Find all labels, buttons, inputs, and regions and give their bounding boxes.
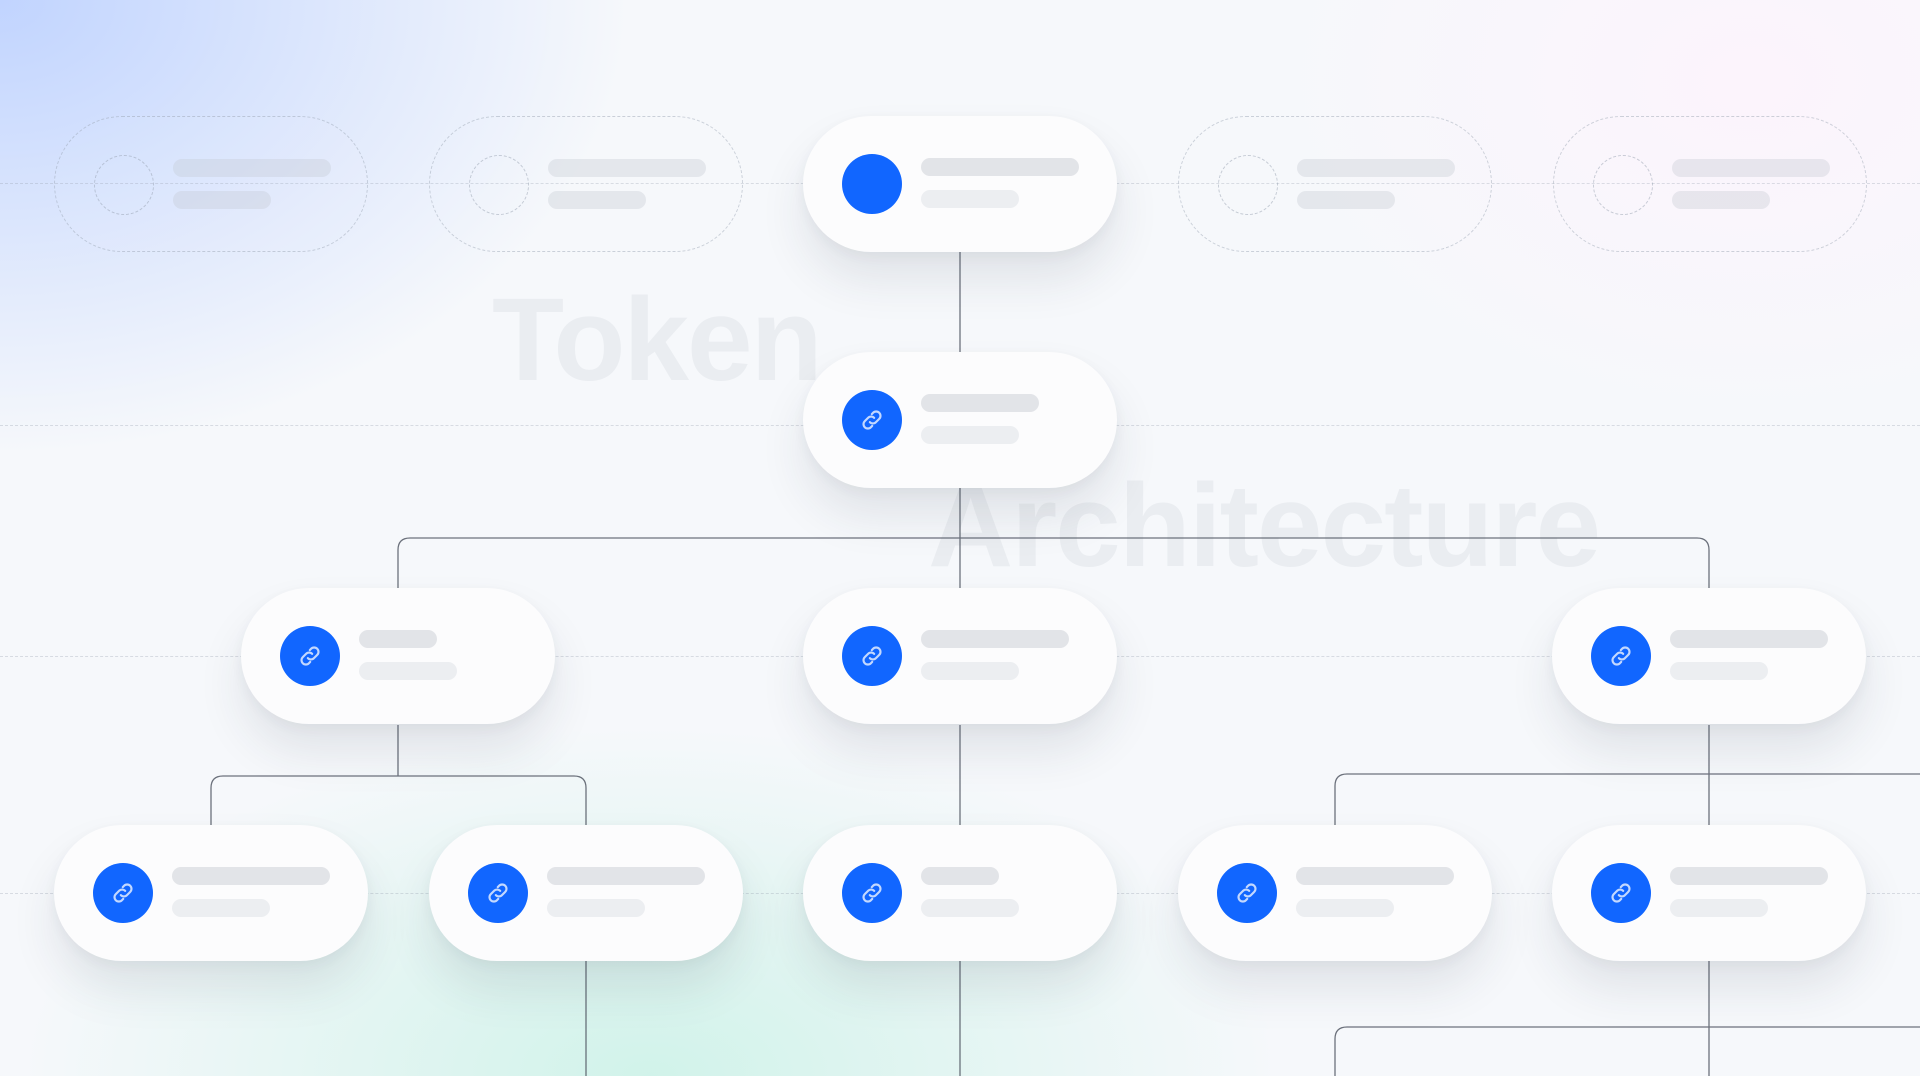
ghost-node	[54, 116, 368, 252]
node-subtitle-placeholder	[547, 899, 645, 917]
node-subtitle-placeholder	[359, 662, 457, 680]
ghost-node	[1178, 116, 1492, 252]
ghost-node	[429, 116, 743, 252]
connector-level-3-down	[585, 961, 1920, 1076]
node-icon-placeholder	[469, 155, 529, 215]
link-icon	[280, 626, 340, 686]
link-icon	[468, 863, 528, 923]
node-subtitle-placeholder	[1672, 191, 1770, 209]
node-subtitle-placeholder	[1296, 899, 1394, 917]
level-2-right-node[interactable]	[1552, 588, 1866, 724]
level-3-node[interactable]	[1178, 825, 1492, 961]
node-title-placeholder	[921, 867, 999, 885]
ghost-node	[1553, 116, 1867, 252]
level-3-node[interactable]	[803, 825, 1117, 961]
node-title-placeholder	[359, 630, 437, 648]
node-subtitle-placeholder	[921, 190, 1019, 208]
node-title-placeholder	[173, 159, 331, 177]
node-subtitle-placeholder	[548, 191, 646, 209]
node-title-placeholder	[921, 394, 1039, 412]
node-subtitle-placeholder	[173, 191, 271, 209]
node-subtitle-placeholder	[921, 662, 1019, 680]
node-dot-icon	[842, 154, 902, 214]
node-subtitle-placeholder	[1670, 899, 1768, 917]
level-3-node[interactable]	[54, 825, 368, 961]
root-node[interactable]	[803, 116, 1117, 252]
node-subtitle-placeholder	[1670, 662, 1768, 680]
level-1-node[interactable]	[803, 352, 1117, 488]
level-2-center-node[interactable]	[803, 588, 1117, 724]
node-subtitle-placeholder	[1297, 191, 1395, 209]
link-icon	[1591, 626, 1651, 686]
node-title-placeholder	[548, 159, 706, 177]
node-subtitle-placeholder	[172, 899, 270, 917]
node-icon-placeholder	[1218, 155, 1278, 215]
node-icon-placeholder	[94, 155, 154, 215]
node-subtitle-placeholder	[921, 426, 1019, 444]
watermark-title-token: Token	[492, 274, 823, 406]
link-icon	[1591, 863, 1651, 923]
level-3-node[interactable]	[1552, 825, 1866, 961]
connector-level-1-to-level-2	[397, 488, 1710, 588]
node-title-placeholder	[921, 158, 1079, 176]
node-subtitle-placeholder	[921, 899, 1019, 917]
connector-left-to-children	[210, 725, 587, 825]
connector-right-to-children	[1334, 725, 1920, 825]
node-title-placeholder	[1296, 867, 1454, 885]
link-icon	[93, 863, 153, 923]
node-title-placeholder	[1670, 630, 1828, 648]
level-3-node[interactable]	[429, 825, 743, 961]
node-title-placeholder	[1672, 159, 1830, 177]
node-title-placeholder	[1670, 867, 1828, 885]
link-icon	[842, 626, 902, 686]
level-2-left-node[interactable]	[241, 588, 555, 724]
node-title-placeholder	[172, 867, 330, 885]
link-icon	[842, 390, 902, 450]
node-icon-placeholder	[1593, 155, 1653, 215]
link-icon	[842, 863, 902, 923]
node-title-placeholder	[1297, 159, 1455, 177]
node-title-placeholder	[921, 630, 1069, 648]
node-title-placeholder	[547, 867, 705, 885]
link-icon	[1217, 863, 1277, 923]
